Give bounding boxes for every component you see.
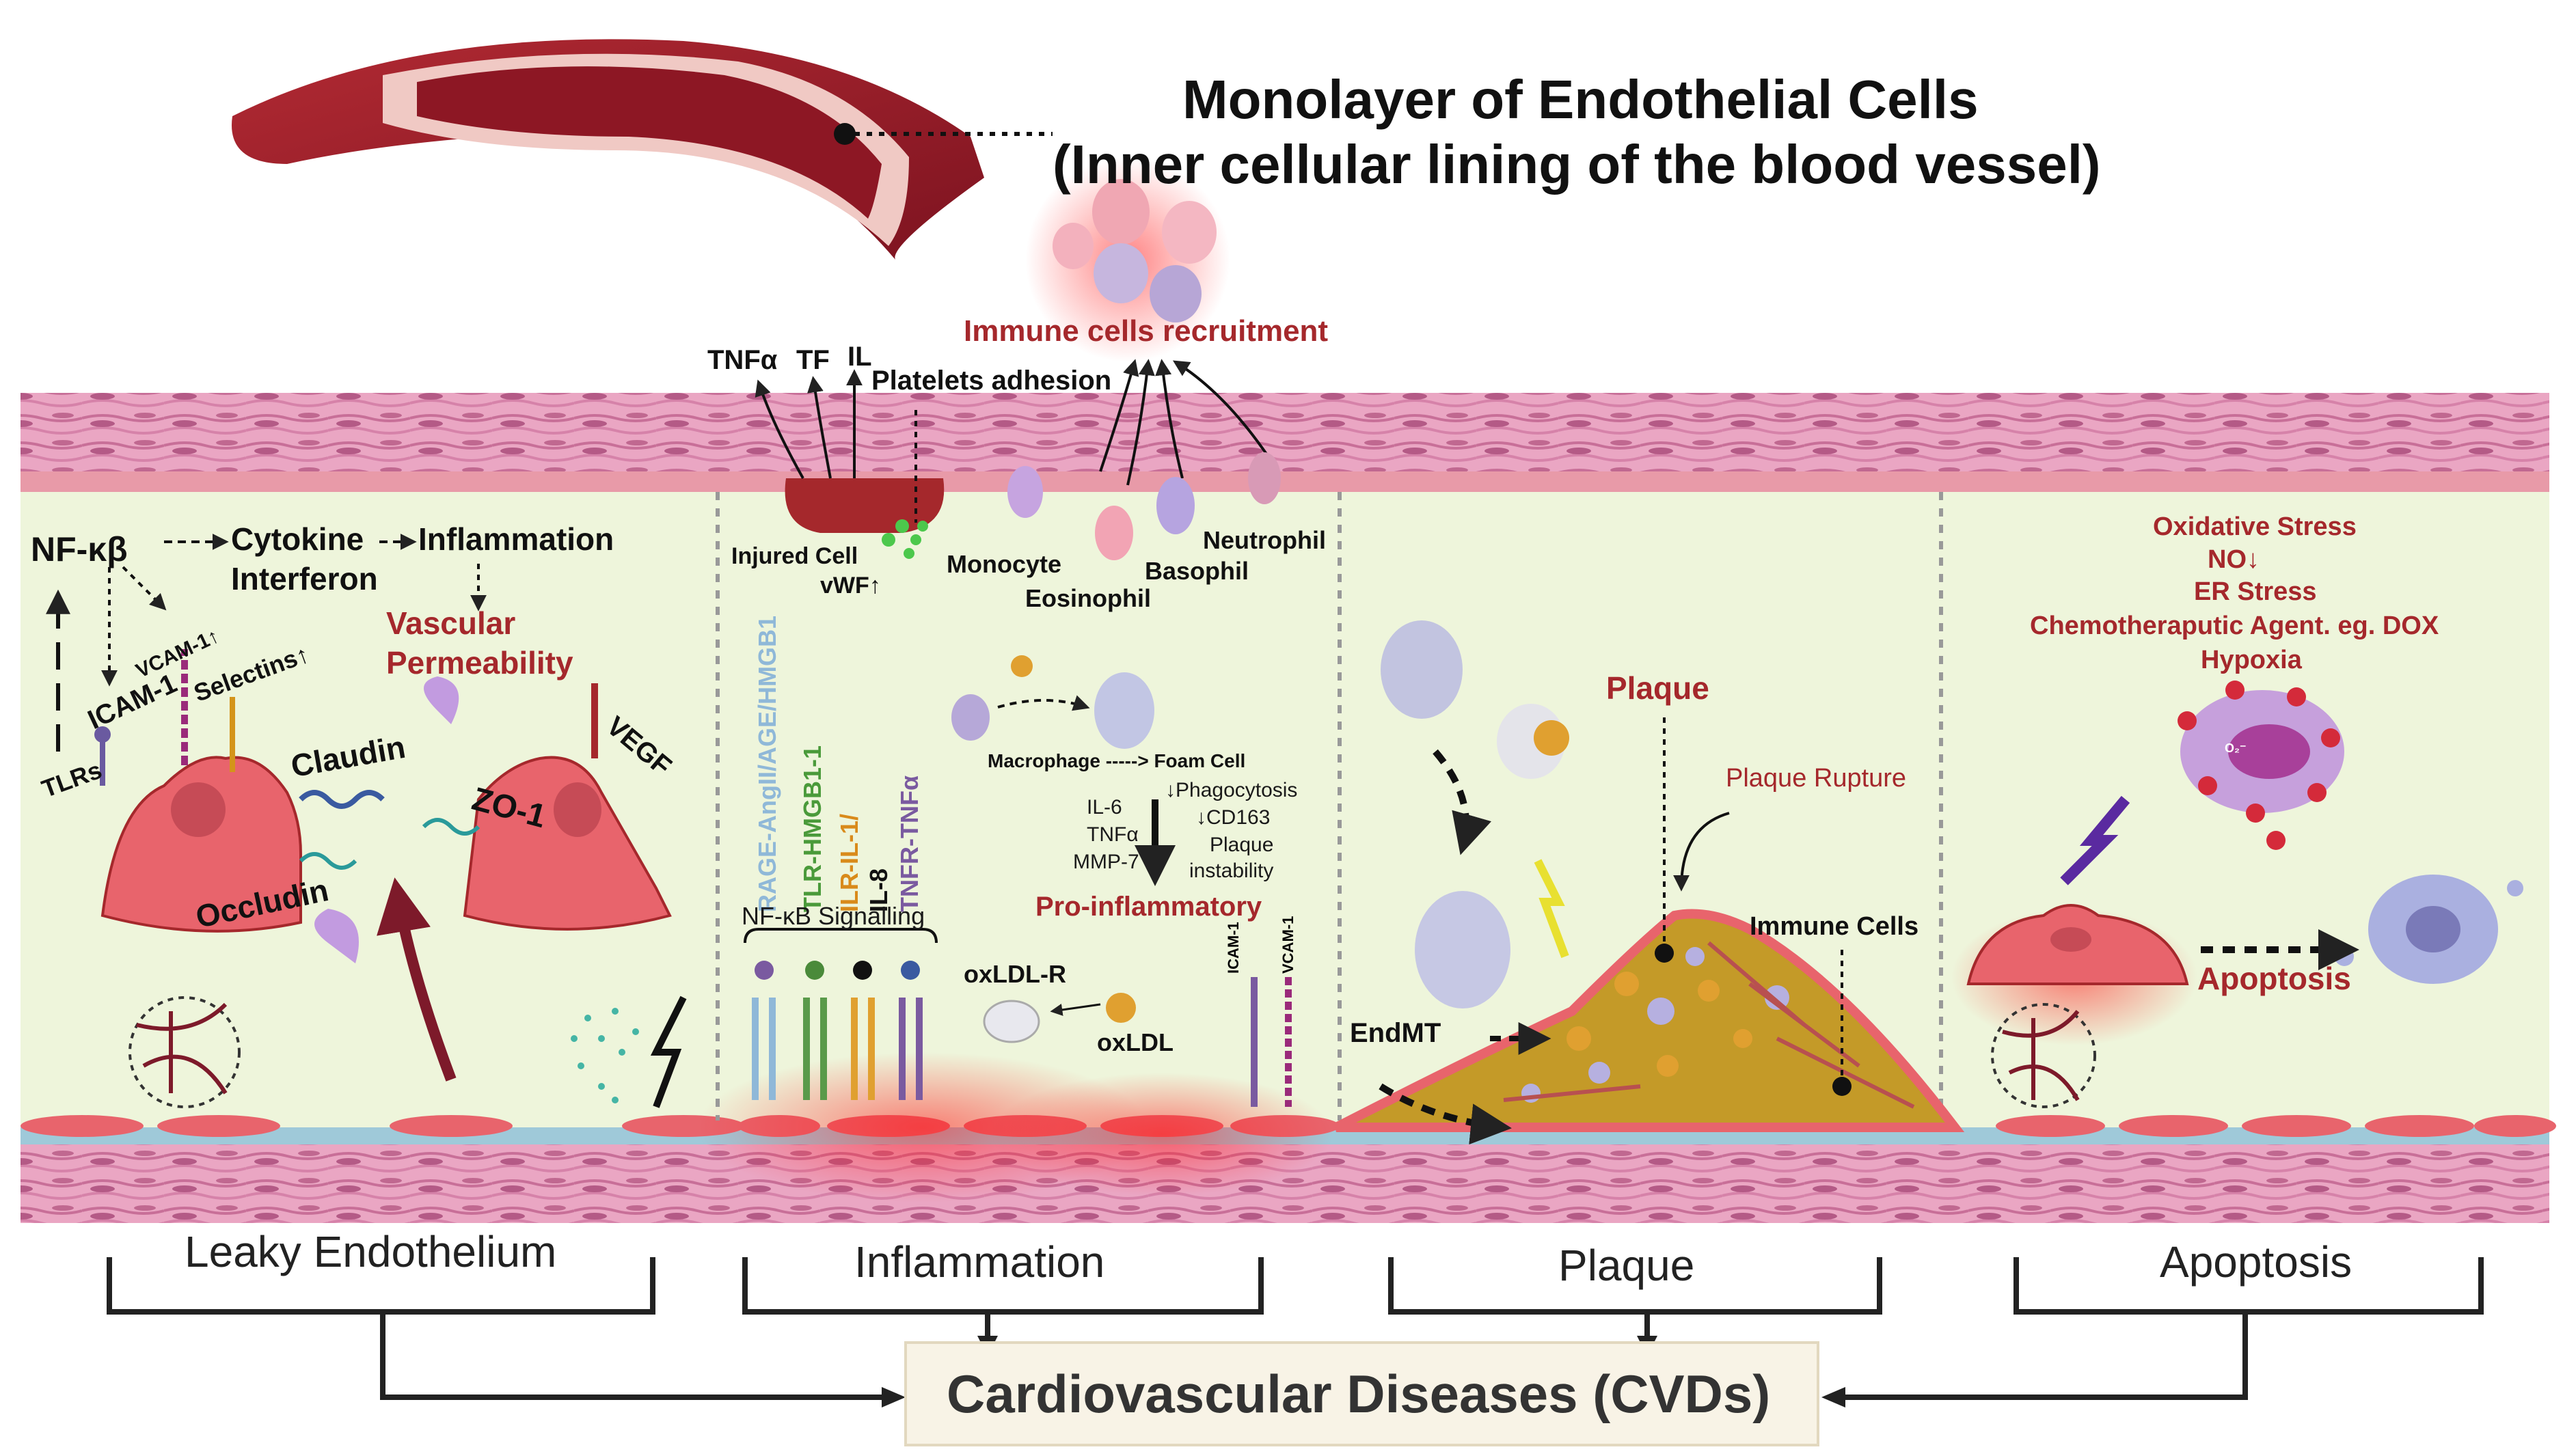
interferon-label: Interferon — [231, 561, 378, 596]
permeability-label: Permeability — [386, 645, 573, 681]
apoptosis-illustration — [1951, 681, 2523, 1108]
section-plaque: Plaque — [1558, 1241, 1695, 1290]
oxidative-stress-label: Oxidative Stress — [2153, 512, 2357, 541]
tnfr-label: TNFR-TNFα — [895, 775, 923, 912]
inflammation-label: Inflammation — [418, 521, 614, 557]
blood-vessel-illustration — [232, 39, 1053, 260]
no-label: NO↓ — [2208, 545, 2260, 574]
apoptosis-label: Apoptosis — [2197, 961, 2351, 996]
immune-recruitment-label: Immune cells recruitment — [964, 314, 1329, 348]
plaque-instability-2: instability — [1189, 860, 1274, 882]
vessel-wall-top — [21, 393, 2549, 478]
tnfa-label: TNFα — [707, 345, 778, 375]
lumen — [21, 492, 2549, 1134]
tnfa2-label: TNFα — [1087, 823, 1139, 846]
rage-label: RAGE-AngII/AGE/HMGB1 — [753, 615, 781, 912]
phagocytosis-label: ↓Phagocytosis — [1165, 779, 1298, 801]
inflammation-glow-2 — [991, 1073, 1333, 1196]
arrow-head-right — [1821, 1387, 1845, 1407]
arrow-head-left — [882, 1387, 906, 1407]
tlr-hmgb1-label: TLR-HMGB1-1 — [798, 745, 826, 912]
cd163-label: ↓CD163 — [1196, 806, 1271, 829]
plaque-illustration — [1333, 620, 1965, 1145]
icam1-vertical-label: ICAM-1 — [1225, 922, 1242, 974]
cytokine-label: Cytokine — [231, 521, 364, 557]
mmp7-label: MMP-7 — [1073, 851, 1139, 873]
il-label: IL — [847, 342, 872, 372]
inflammation-illustration — [744, 359, 1292, 1107]
endothelium-top — [21, 471, 2549, 492]
plaque-instability-1: Plaque — [1210, 834, 1274, 856]
injured-cell-label: Injured Cell — [731, 543, 858, 569]
outcome-label: Cardiovascular Diseases (CVDs) — [947, 1364, 1771, 1424]
il6-label: IL-6 — [1087, 796, 1122, 819]
tf-label: TF — [796, 345, 830, 375]
macrophage-foam-label: Macrophage -----> Foam Cell — [988, 750, 1246, 771]
section-inflammation: Inflammation — [854, 1237, 1105, 1287]
endmt-label: EndMT — [1350, 1018, 1441, 1048]
section-leaky: Leaky Endothelium — [185, 1227, 557, 1276]
er-stress-label: ER Stress — [2194, 577, 2317, 606]
oxldl-label: oxLDL — [1097, 1028, 1174, 1056]
immune-cells-label: Immune Cells — [1750, 912, 1919, 941]
outcome-box — [904, 1341, 1819, 1446]
immune-cell-cluster — [1025, 157, 1230, 362]
vwf-label: vWF↑ — [820, 573, 881, 599]
plaque-label: Plaque — [1606, 670, 1709, 706]
eosinophil-label: Eosinophil — [1025, 584, 1151, 612]
outcome-connectors — [107, 1257, 2484, 1400]
neutrophil-label: Neutrophil — [1203, 526, 1326, 554]
basophil-label: Basophil — [1145, 557, 1249, 585]
ilr-label: ILR-IL-1/ — [835, 814, 863, 912]
nfkb-label: NF-κβ — [31, 530, 128, 568]
proinflammatory-label: Pro-inflammatory — [1035, 892, 1262, 922]
title-line-2: (Inner cellular lining of the blood vess… — [1053, 134, 2101, 195]
title-line-1: Monolayer of Endothelial Cells — [1182, 69, 1979, 130]
monocyte-label: Monocyte — [947, 550, 1062, 578]
ros-label: O₂⁻ — [2225, 741, 2247, 755]
section-apoptosis: Apoptosis — [2160, 1237, 2352, 1287]
chemo-label: Chemotheraputic Agent. eg. DOX — [2030, 612, 2439, 640]
leaky-endothelium-illustration — [46, 534, 687, 1108]
platelets-label: Platelets adhesion — [871, 366, 1112, 396]
nfkb-signalling-label: NF-κB Signalling — [742, 902, 925, 930]
oxldlr-label: oxLDL-R — [964, 960, 1066, 988]
vcam1-vertical-label: VCAM-1 — [1279, 916, 1297, 974]
vascular-label: Vascular — [386, 605, 516, 641]
hypoxia-label: Hypoxia — [2201, 646, 2302, 674]
plaque-rupture-label: Plaque Rupture — [1726, 764, 1907, 793]
